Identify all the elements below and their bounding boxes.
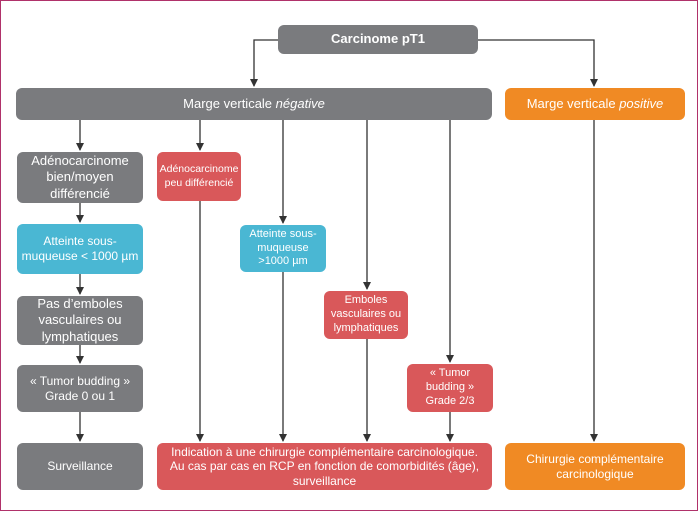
margin-negative-emphasis: négative <box>275 95 325 111</box>
node-complementary-surgery: Chirurgie complémentaire carcinologique <box>505 443 685 490</box>
node-budding-low: « Tumor budding » Grade 0 ou 1 <box>17 365 143 412</box>
margin-negative-prefix: Marge verticale <box>183 95 276 111</box>
node-adeno-poor-label: Adénocarcinome peu différencié <box>159 163 239 189</box>
node-margin-negative-label: Marge verticale négative <box>183 96 325 112</box>
node-budding-high: « Tumor budding » Grade 2/3 <box>407 364 493 412</box>
node-submucosa-gt-1000: Atteinte sous- muqueuse >1000 µm <box>240 225 326 272</box>
margin-positive-emphasis: positive <box>619 95 664 111</box>
node-adeno-well-label: Adénocarcinome bien/moyen différencié <box>31 153 129 201</box>
node-submucosa-lt-label: Atteinte sous- muqueuse < 1000 µm <box>21 234 139 263</box>
node-no-emboli-label: Pas d’emboles vasculaires ou lymphatique… <box>37 296 123 344</box>
node-margin-negative: Marge verticale négative <box>16 88 492 120</box>
node-indication-label: Indication à une chirurgie complémentair… <box>169 444 480 488</box>
edge-root-to-split <box>250 39 278 87</box>
node-margin-positive: Marge verticale positive <box>505 88 685 120</box>
node-submucosa-lt-1000: Atteinte sous- muqueuse < 1000 µm <box>17 224 143 274</box>
node-surveillance: Surveillance <box>17 443 143 490</box>
node-surgery-label: Chirurgie complémentaire carcinologique <box>526 451 664 481</box>
node-surveillance-label: Surveillance <box>47 459 113 473</box>
node-adeno-well-differentiated: Adénocarcinome bien/moyen différencié <box>17 152 143 203</box>
node-no-emboli: Pas d’emboles vasculaires ou lymphatique… <box>17 296 143 345</box>
node-budding-low-label: « Tumor budding » Grade 0 ou 1 <box>29 373 131 403</box>
node-carcinome-pt1: Carcinome pT1 <box>278 25 478 54</box>
node-emboli-label: Emboles vasculaires ou lymphatiques <box>330 294 402 334</box>
node-indication-surgery: Indication à une chirurgie complémentair… <box>157 443 492 490</box>
node-budding-high-label: « Tumor budding » Grade 2/3 <box>425 367 475 407</box>
edge-root-to-positive <box>478 39 598 87</box>
margin-positive-prefix: Marge verticale <box>526 95 620 111</box>
node-carcinome-pt1-label: Carcinome pT1 <box>331 31 425 47</box>
node-submucosa-gt-label: Atteinte sous- muqueuse >1000 µm <box>249 227 317 268</box>
node-margin-positive-label: Marge verticale positive <box>527 96 664 112</box>
node-adeno-poorly-differentiated: Adénocarcinome peu différencié <box>157 152 241 201</box>
node-emboli: Emboles vasculaires ou lymphatiques <box>324 291 408 339</box>
